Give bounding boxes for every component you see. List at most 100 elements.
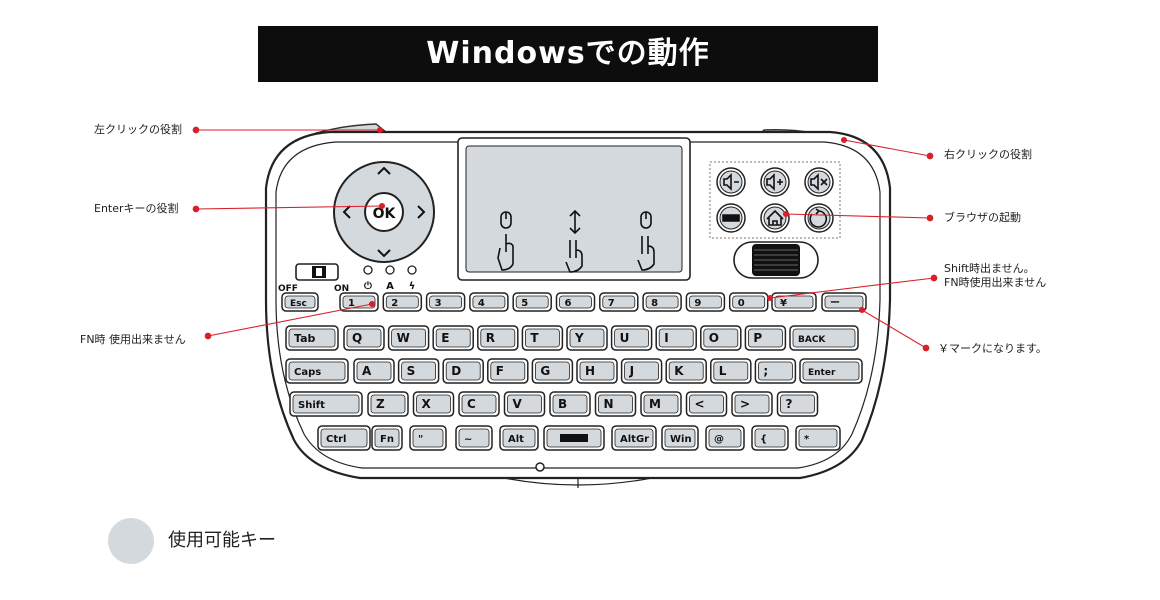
- key-j-label: J: [629, 364, 634, 378]
- key-h[interactable]: H: [576, 358, 618, 384]
- key-m-label: M: [649, 397, 661, 411]
- key-brace-label: {: [760, 434, 767, 445]
- key-e[interactable]: E: [432, 325, 474, 351]
- key-2[interactable]: 2: [382, 292, 423, 312]
- key-q-label: Q: [352, 331, 362, 345]
- key-space[interactable]: [543, 425, 605, 451]
- key-f[interactable]: F: [487, 358, 529, 384]
- key-w[interactable]: W: [387, 325, 430, 351]
- key-esc[interactable]: Esc: [281, 292, 319, 312]
- key-comma[interactable]: <: [685, 391, 728, 417]
- key-backspace[interactable]: BACK: [789, 325, 859, 351]
- volume-down-button[interactable]: [716, 167, 746, 197]
- key-s[interactable]: S: [397, 358, 440, 384]
- callout-fn: FN時 使用出来ません: [80, 333, 186, 346]
- key-4-label: 4: [478, 298, 485, 309]
- indicator-led: [363, 265, 373, 275]
- key-tab[interactable]: Tab: [285, 325, 339, 351]
- scroll-gesture-icon: [565, 209, 583, 273]
- mute-icon: [810, 173, 828, 191]
- key-asterisk-label: *: [804, 434, 810, 445]
- dpad-ok-button[interactable]: [364, 192, 404, 232]
- key-shift-label: Shift: [298, 400, 325, 411]
- key-caps[interactable]: Caps: [285, 358, 349, 384]
- key-alt[interactable]: Alt: [499, 425, 539, 451]
- power-led-icon: [535, 462, 545, 472]
- key-tilde[interactable]: ~: [455, 425, 493, 451]
- key-enter[interactable]: Enter: [799, 358, 863, 384]
- key-altgr[interactable]: AltGr: [611, 425, 657, 451]
- key-g[interactable]: G: [531, 358, 574, 384]
- mute-button[interactable]: [804, 167, 834, 197]
- key-z[interactable]: Z: [367, 391, 409, 417]
- key-y[interactable]: Y: [566, 325, 608, 351]
- key-at[interactable]: @: [705, 425, 745, 451]
- key-fn[interactable]: Fn: [371, 425, 403, 451]
- key-3[interactable]: 3: [425, 292, 466, 312]
- key-c[interactable]: C: [458, 391, 500, 417]
- key-o[interactable]: O: [700, 325, 742, 351]
- drag-gesture-icon: [637, 211, 655, 271]
- key-i[interactable]: I: [655, 325, 697, 351]
- key-p[interactable]: P: [744, 325, 787, 351]
- menu-bar-icon: [722, 214, 740, 222]
- key-a[interactable]: A: [353, 358, 395, 384]
- key-k[interactable]: K: [665, 358, 707, 384]
- key-n[interactable]: N: [594, 391, 637, 417]
- key-b[interactable]: B: [549, 391, 591, 417]
- home-button[interactable]: [760, 203, 790, 233]
- key-semicolon[interactable]: ;: [754, 358, 797, 384]
- media-button-group: [709, 161, 841, 239]
- key-enter-label: Enter: [808, 368, 836, 378]
- callout-lines: [192, 126, 938, 352]
- key-7[interactable]: 7: [599, 292, 639, 312]
- key-1[interactable]: 1: [339, 292, 379, 312]
- key-5[interactable]: 5: [512, 292, 552, 312]
- key-l[interactable]: L: [710, 358, 752, 384]
- menu-button[interactable]: [716, 203, 746, 233]
- volume-up-button[interactable]: [760, 167, 790, 197]
- key-a-label: A: [362, 364, 372, 378]
- key-quote[interactable]: ": [409, 425, 447, 451]
- key-8[interactable]: 8: [642, 292, 682, 312]
- key-j[interactable]: J: [620, 358, 663, 384]
- key-win-label: Win: [670, 434, 692, 445]
- key-m[interactable]: M: [640, 391, 682, 417]
- key-r[interactable]: R: [477, 325, 519, 351]
- key-yen[interactable]: ¥: [771, 292, 817, 312]
- key-0[interactable]: 0: [728, 292, 769, 312]
- key-9-label: 9: [694, 298, 701, 309]
- key-t[interactable]: T: [521, 325, 564, 351]
- legend-label: 使用可能キー: [168, 530, 276, 551]
- scroll-wheel[interactable]: [733, 241, 819, 279]
- key-x-label: X: [422, 397, 432, 411]
- key-shift[interactable]: Shift: [289, 391, 363, 417]
- key-ctrl[interactable]: Ctrl: [317, 425, 371, 451]
- callout-left-click: 左クリックの役割: [94, 123, 182, 136]
- key-asterisk[interactable]: *: [795, 425, 841, 451]
- key-4[interactable]: 4: [469, 292, 509, 312]
- key-esc-label: Esc: [290, 299, 307, 309]
- key-dash[interactable]: ー: [821, 292, 867, 312]
- key-2-label: 2: [391, 298, 398, 309]
- power-switch[interactable]: [295, 263, 339, 281]
- key-u[interactable]: U: [610, 325, 653, 351]
- key-slash-label: ?: [786, 397, 793, 411]
- key-slash[interactable]: ?: [776, 391, 819, 417]
- key-period[interactable]: >: [731, 391, 773, 417]
- key-6[interactable]: 6: [555, 292, 596, 312]
- key-p-label: P: [753, 331, 762, 345]
- key-brace[interactable]: {: [751, 425, 789, 451]
- home-icon: [766, 209, 784, 226]
- volume-up-icon: [766, 173, 783, 191]
- key-v[interactable]: V: [503, 391, 546, 417]
- key-x[interactable]: X: [412, 391, 455, 417]
- key-win[interactable]: Win: [661, 425, 699, 451]
- key-semicolon-label: ;: [763, 364, 768, 378]
- key-o-label: O: [709, 331, 719, 345]
- key-9[interactable]: 9: [685, 292, 726, 312]
- dpad-right-arrow-icon: [417, 205, 426, 219]
- key-d[interactable]: D: [442, 358, 484, 384]
- key-q[interactable]: Q: [343, 325, 385, 351]
- back-button[interactable]: [804, 203, 834, 233]
